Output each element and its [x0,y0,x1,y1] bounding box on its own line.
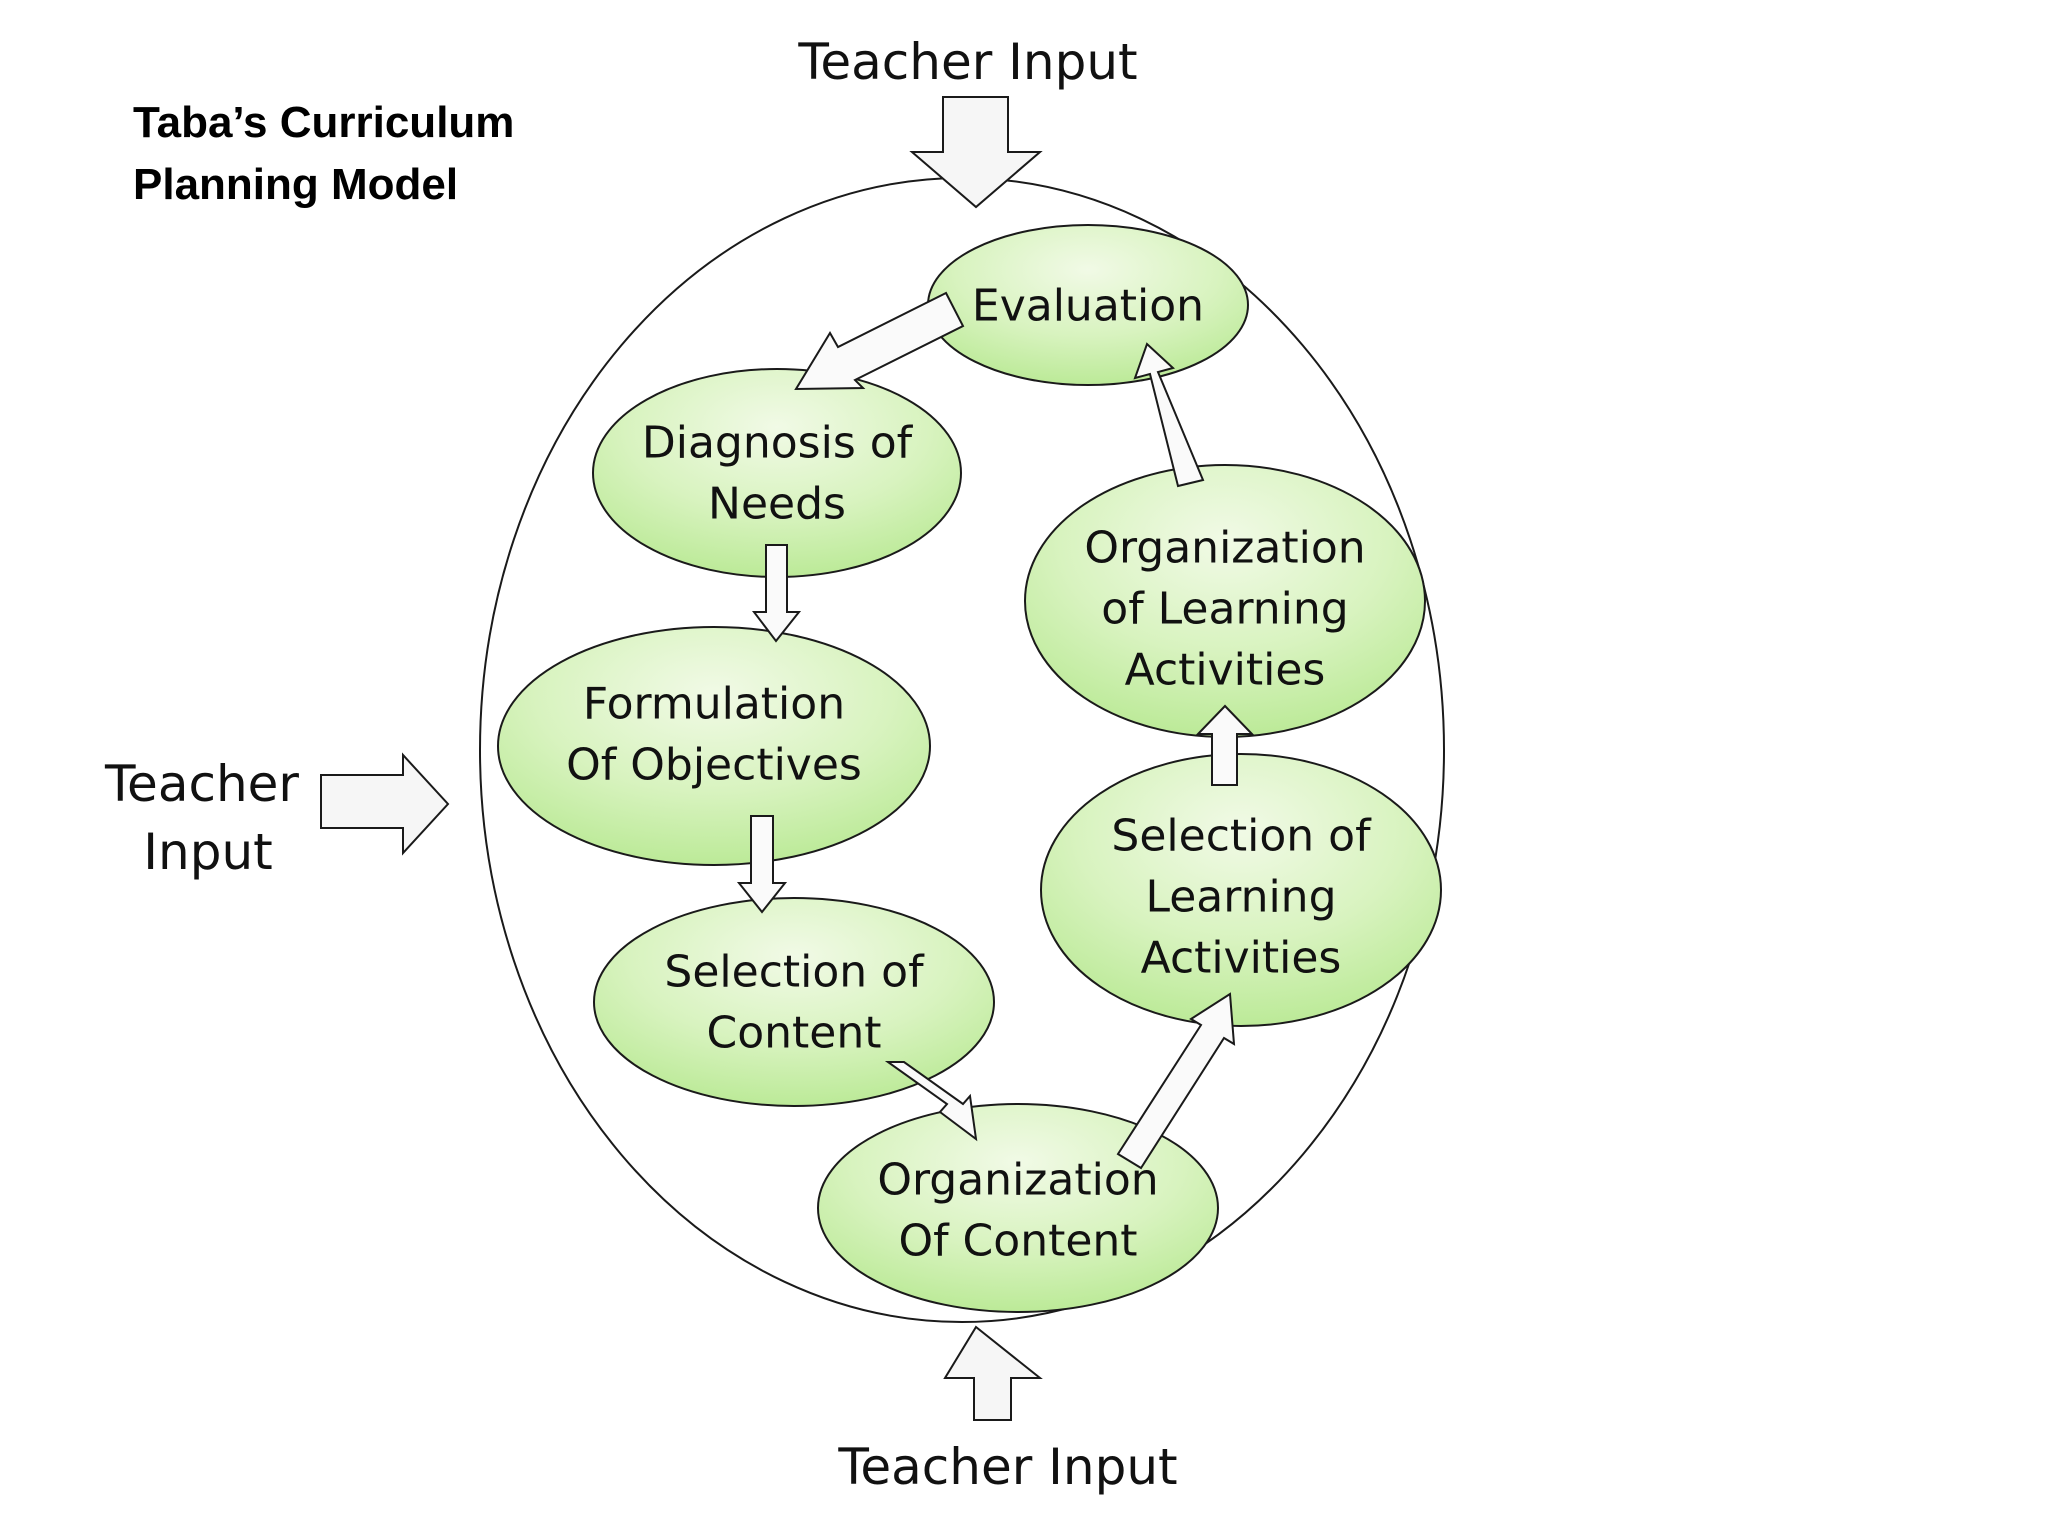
stage-selection-activities-ellipse [1040,753,1442,1027]
flow-arrow-organization-activities-to-evaluation [1133,342,1205,488]
teacher-input-left-label-line2: Input [143,823,272,881]
teacher-input-left-label-line1: Teacher [104,755,299,813]
teacher-input-bottom-arrow [943,1325,1043,1421]
teacher-input-top-label: Teacher Input [797,33,1137,91]
flow-arrow-evaluation-to-diagnosis [794,291,965,391]
stage-formulation-label: Formulation Of Objectives [566,678,862,790]
stage-formulation-ellipse [497,626,931,866]
flow-arrow-formulation-to-selection-content [736,815,788,914]
flow-arrow-selection-content-to-organization-content [884,1061,978,1142]
svg-text:Organization: Organization [1084,522,1365,573]
svg-text:of Learning: of Learning [1101,583,1348,634]
svg-text:Selection of: Selection of [664,946,925,997]
flow-arrow-organization-content-to-selection-activities [1116,992,1236,1170]
svg-text:Learning: Learning [1145,871,1336,922]
teacher-input-top-arrow [909,96,1043,209]
stage-organization-content-ellipse [817,1103,1219,1313]
svg-text:Activities: Activities [1141,932,1342,983]
svg-text:Content: Content [707,1007,882,1058]
svg-text:Organization: Organization [877,1154,1158,1205]
diagram-title-line2: Planning Model [133,160,458,209]
svg-text:Of Objectives: Of Objectives [566,739,862,790]
svg-text:Formulation: Formulation [583,678,845,729]
stage-diagnosis-label: Diagnosis of Needs [642,417,914,529]
stage-organization-activities-label: Organization of Learning Activities [1084,522,1365,695]
teacher-input-left-arrow [320,752,450,856]
stage-organization-content-label: Organization Of Content [877,1154,1158,1266]
stage-selection-content-label: Selection of Content [664,946,925,1058]
diagram-title-line1: Taba’s Curriculum [133,98,514,147]
stage-evaluation-label: Evaluation [972,280,1204,331]
svg-text:Diagnosis of: Diagnosis of [642,417,914,468]
svg-text:Needs: Needs [708,478,846,529]
svg-text:Evaluation: Evaluation [972,280,1204,331]
stage-selection-content-ellipse [593,897,995,1107]
teacher-input-bottom-label: Teacher Input [837,1438,1177,1496]
svg-text:Selection of: Selection of [1111,810,1372,861]
flow-arrow-selection-activities-to-organization-activities [1195,704,1255,786]
svg-text:Activities: Activities [1125,644,1326,695]
flow-arrow-diagnosis-to-formulation [751,544,802,643]
svg-text:Of Content: Of Content [898,1215,1137,1266]
stage-selection-activities-label: Selection of Learning Activities [1111,810,1372,983]
